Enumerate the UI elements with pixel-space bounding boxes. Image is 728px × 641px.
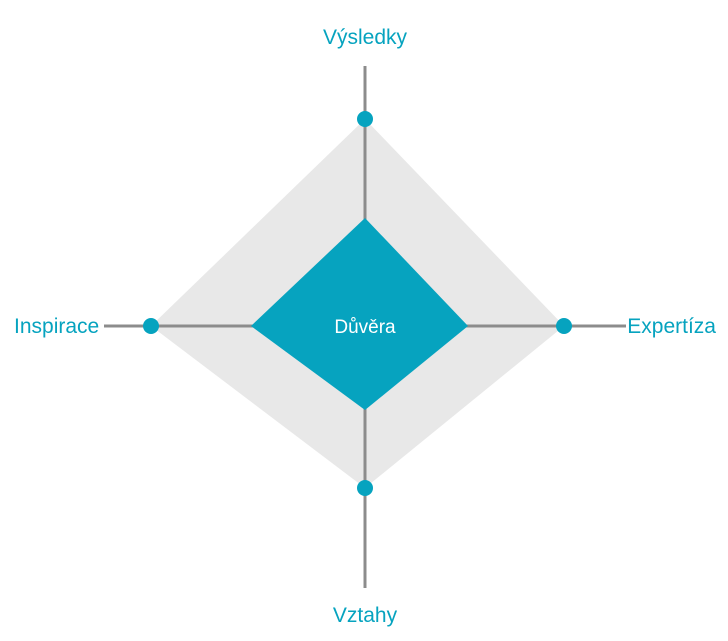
inner-diamond xyxy=(251,218,468,410)
axis-dot-right xyxy=(556,318,572,334)
center-label: Důvěra xyxy=(334,317,396,338)
axis-label-right: Expertíza xyxy=(627,315,716,338)
axis-label-left: Inspirace xyxy=(14,315,99,338)
axis-label-top: Výsledky xyxy=(323,26,408,49)
axis-dot-left xyxy=(143,318,159,334)
axis-label-bottom: Vztahy xyxy=(333,604,398,627)
axis-dot-bottom xyxy=(357,480,373,496)
axis-dot-top xyxy=(357,111,373,127)
